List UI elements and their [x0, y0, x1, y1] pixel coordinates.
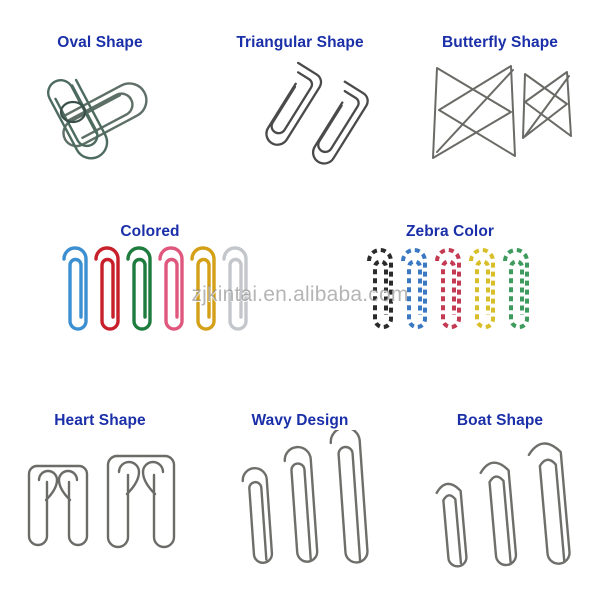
colored-paper-clips-art	[0, 241, 300, 400]
product-caption-zebra: Zebra Color	[405, 223, 495, 240]
zebra-clip-blue	[401, 248, 427, 329]
product-cell-oval: Oval Shape	[0, 0, 200, 205]
product-cell-wavy: Wavy Design	[200, 400, 400, 600]
product-cell-butterfly: Butterfly Shape	[400, 0, 600, 205]
boat-paper-clips-art	[400, 430, 600, 600]
product-caption-colored: Colored	[120, 223, 180, 240]
heart-paper-clips-art	[0, 430, 200, 600]
colored-clip-blue	[62, 246, 88, 331]
collage-row-bottom: Heart Shape	[0, 400, 600, 600]
wavy-paper-clips-art	[200, 430, 400, 600]
product-caption-triangular: Triangular Shape	[236, 34, 364, 51]
colored-clip-pink	[158, 246, 184, 331]
collage-row-middle: Colored	[0, 205, 600, 400]
product-cell-zebra: Zebra Color	[300, 205, 600, 400]
oval-paper-clips-art	[0, 52, 200, 205]
product-cell-colored: Colored	[0, 205, 300, 400]
product-caption-oval: Oval Shape	[57, 34, 143, 51]
zebra-clip-green	[503, 248, 529, 329]
zebra-clip-yellow	[469, 248, 495, 329]
product-cell-triangular: Triangular Shape	[200, 0, 400, 205]
zebra-color-paper-clips-art	[300, 241, 600, 400]
product-cell-boat: Boat Shape	[400, 400, 600, 600]
product-caption-boat: Boat Shape	[456, 412, 544, 429]
colored-clip-gold	[190, 246, 216, 331]
product-caption-wavy: Wavy Design	[251, 412, 349, 429]
triangular-paper-clips-art	[200, 52, 400, 205]
butterfly-paper-clips-art	[400, 52, 600, 205]
product-caption-heart: Heart Shape	[54, 412, 146, 429]
colored-clip-green	[126, 246, 152, 331]
colored-clip-silver	[222, 246, 248, 331]
colored-clip-red	[94, 246, 120, 331]
collage-row-top: Oval Shape	[0, 0, 600, 205]
zebra-clip-red	[435, 248, 461, 329]
product-cell-heart: Heart Shape	[0, 400, 200, 600]
zebra-clip-black	[367, 248, 393, 329]
product-caption-butterfly: Butterfly Shape	[441, 34, 559, 51]
